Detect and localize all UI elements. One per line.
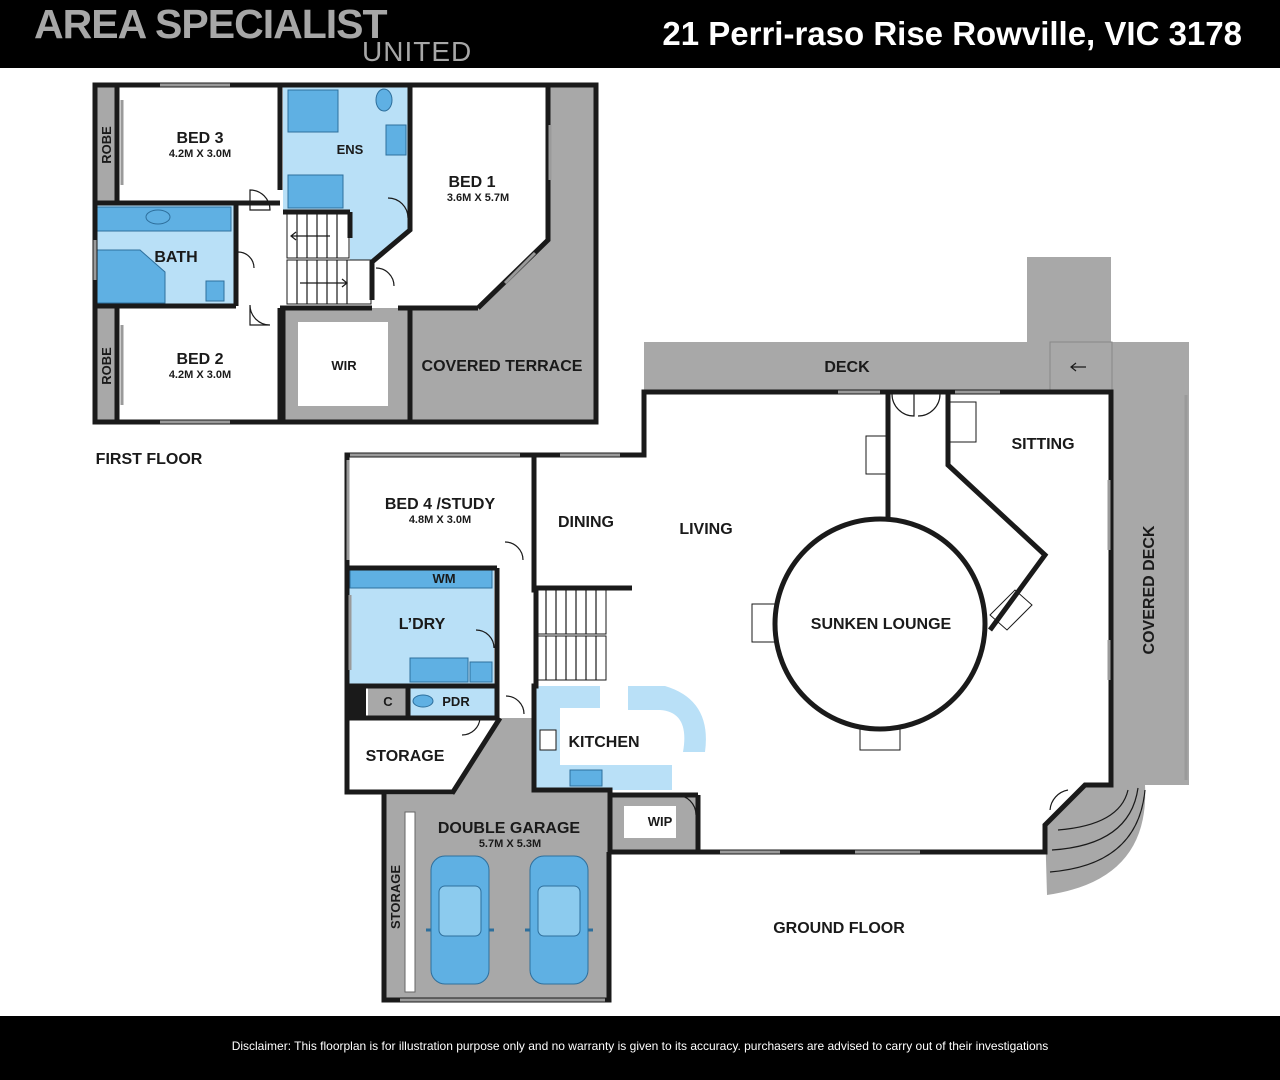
robe-top-label: ROBE — [99, 126, 114, 164]
covered-deck-label: COVERED DECK — [1141, 525, 1158, 654]
ground-floor-plan: DECK SITTING COVERED DECK BED 4 /STUDY 4… — [344, 257, 1189, 1003]
bed2-label: BED 2 — [176, 351, 223, 368]
first-floor-outline — [92, 82, 599, 425]
sunken-lounge-label: SUNKEN LOUNGE — [811, 616, 952, 633]
covered-terrace-label: COVERED TERRACE — [422, 358, 583, 375]
ens-shower — [287, 89, 339, 133]
bath-toilet — [205, 280, 225, 302]
cupboard-area — [368, 686, 408, 716]
bed4-label: BED 4 /STUDY — [385, 496, 496, 513]
bed2-door — [249, 304, 271, 326]
bed3-label: BED 3 — [176, 130, 223, 147]
property-address: 21 Perri-raso Rise Rowville, VIC 3178 — [662, 15, 1242, 52]
ens-label: ENS — [337, 142, 364, 157]
first-floor-stairs — [286, 213, 372, 305]
kitchen-island — [628, 686, 706, 752]
sunken-lounge-wall — [772, 516, 988, 732]
deck-label: DECK — [824, 359, 870, 376]
sitting-label: SITTING — [1011, 436, 1074, 453]
ground-floor-label: GROUND FLOOR — [773, 920, 905, 937]
laundry-bench — [349, 569, 493, 589]
bath-label: BATH — [154, 249, 197, 266]
first-floor-label: FIRST FLOOR — [96, 451, 203, 468]
kitchen-bench — [536, 686, 672, 790]
footer-bar — [0, 1016, 1280, 1080]
bed4-dims: 4.8M X 3.0M — [409, 514, 471, 526]
dining-label: DINING — [558, 514, 614, 531]
brand-logo: AREA SPECIALIST — [34, 1, 388, 47]
car-left — [426, 855, 494, 985]
storage-label: STORAGE — [366, 748, 445, 765]
bed3-door — [249, 189, 271, 211]
robe-bottom-area — [95, 308, 117, 422]
bed1-label: BED 1 — [448, 174, 495, 191]
bed3-dims: 4.2M X 3.0M — [169, 148, 231, 160]
laundry-label: L’DRY — [399, 616, 446, 633]
wip-floor — [624, 806, 676, 838]
robe-top-area — [95, 85, 117, 203]
cupboard-dark — [348, 686, 366, 716]
deck-extension — [1027, 257, 1111, 342]
laundry-cabinet — [409, 657, 469, 683]
wip-label: WIP — [648, 814, 673, 829]
brand-sub: UNITED — [362, 36, 473, 67]
kitchen-label: KITCHEN — [568, 734, 639, 751]
ens-basin — [385, 124, 407, 156]
cupboard-label: C — [383, 694, 393, 709]
bath-door — [237, 251, 255, 269]
garage-storage-label: STORAGE — [388, 865, 403, 929]
garage-label: DOUBLE GARAGE — [438, 820, 581, 837]
bed2-dims: 4.2M X 3.0M — [169, 369, 231, 381]
garage-dims: 5.7M X 5.3M — [479, 838, 541, 850]
entry-steps — [1045, 785, 1146, 895]
living-label: LIVING — [679, 521, 732, 538]
wir-label: WIR — [331, 358, 357, 373]
wm-label: WM — [432, 571, 455, 586]
disclaimer-text: Disclaimer: This floorplan is for illust… — [231, 1039, 1049, 1053]
car-right — [525, 855, 593, 985]
ground-floor-stairs — [535, 401, 1033, 751]
pdr-label: PDR — [442, 694, 470, 709]
first-floor-plan: ROBE ROBE BED 3 4.2M X 3.0M ENS BED 1 3.… — [92, 82, 599, 468]
ens-door — [387, 197, 409, 219]
wir-floor — [298, 322, 388, 406]
bath-basin — [145, 209, 171, 225]
bed1-dims: 3.6M X 5.7M — [447, 192, 509, 204]
covered-deck-area — [1111, 392, 1189, 785]
ens-vanity — [287, 174, 344, 209]
bed1-door — [375, 267, 395, 287]
robe-bottom-label: ROBE — [99, 347, 114, 385]
ens-toilet — [375, 88, 393, 112]
header-bar — [0, 0, 1280, 68]
